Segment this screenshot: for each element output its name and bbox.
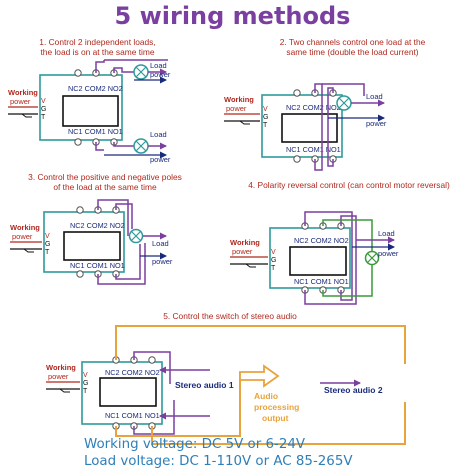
method-1-pin-g: G — [41, 106, 46, 113]
method-1-relay — [62, 95, 119, 127]
method-5-pin-g: G — [83, 380, 88, 387]
method-3-pin-v: V — [45, 233, 50, 240]
method-2-caption: 2. Two channels control one load at the … — [245, 37, 460, 57]
method-1-load-top-power-label: power — [150, 70, 171, 79]
method-1-working-label: Working — [8, 88, 38, 97]
method-5-pin-v: V — [83, 372, 88, 379]
method-5-bottom-terminal-labels: NC1 COM1 NO1 — [105, 411, 160, 420]
method-1-pin-v: V — [41, 98, 46, 105]
method-4-diagram: NC2 COM2 NO2 NC1 COM1 NO1 Working power … — [230, 211, 399, 305]
method-5-board — [81, 361, 163, 425]
method-4-pin-g: G — [271, 257, 276, 264]
method-2-load-power-label: power — [366, 119, 387, 128]
method-1-load-top-label: Load — [150, 61, 167, 70]
method-4-relay — [289, 246, 347, 276]
method-4-pin-v: V — [271, 249, 276, 256]
method-5-diagram: NC2 COM2 NO2 NC1 COM1 NO1 Working power … — [46, 325, 406, 445]
method-1-load-bottom-power-label: power — [150, 155, 171, 164]
method-4-power-label: power — [232, 247, 253, 256]
method-3-pin-t: T — [45, 249, 50, 256]
method-4-bottom-terminal-labels: NC1 COM1 NO1 — [294, 277, 349, 286]
method-2-bottom-terminal-labels: NC1 COM1 NO1 — [286, 145, 341, 154]
method-5-pin-t: T — [83, 388, 88, 395]
method-3-working-label: Working — [10, 223, 40, 232]
method-1-bottom-terminal-labels: NC1 COM1 NO1 — [68, 127, 123, 136]
method-3-caption-line1: 3. Control the positive and negative pol… — [28, 172, 182, 182]
method-4-board — [269, 227, 351, 289]
method-3-diagram: NC2 COM2 NO2 NC1 COM1 NO1 Working power … — [10, 199, 173, 285]
method-2-pin-g: G — [263, 114, 268, 121]
method-5-power-label: power — [48, 372, 69, 381]
method-5-audio-processing-line1: Audio — [254, 391, 278, 401]
method-5-relay — [99, 377, 157, 407]
method-4-caption: 4. Polarity reversal control (can contro… — [235, 180, 463, 190]
method-4-load-label: Load — [378, 229, 395, 238]
method-3-top-terminal-labels: NC2 COM2 NO2 — [70, 221, 125, 230]
method-3-pin-g: G — [45, 241, 50, 248]
method-3-caption-line2: of the load at the same time — [53, 182, 157, 192]
method-5-working-label: Working — [46, 363, 76, 372]
method-2-pin-t: T — [263, 122, 268, 129]
method-2-pin-v: V — [263, 106, 268, 113]
method-3-caption: 3. Control the positive and negative pol… — [5, 172, 205, 192]
method-2-power-label: power — [226, 104, 247, 113]
method-2-working-label: Working — [224, 95, 254, 104]
method-5-caption-line1: 5. Control the switch of stereo audio — [163, 311, 297, 321]
method-1-load-bottom-label: Load — [150, 130, 167, 139]
method-1-diagram: NC2 COM2 NO2 NC1 COM1 NO1 Working power … — [8, 59, 171, 164]
method-2-bottom-terminals — [293, 155, 337, 163]
method-1-caption-line2: the load is on at the same time — [40, 47, 155, 57]
method-5-stereo-audio-2-label: Stereo audio 2 — [324, 385, 383, 395]
method-3-power-label: power — [12, 232, 33, 241]
method-3-load-power-label: power — [152, 257, 173, 266]
method-2-diagram: NC2 COM2 NO2 NC1 COM1 NO1 Working power … — [224, 83, 387, 171]
method-3-bottom-terminal-labels: NC1 COM1 NO1 — [70, 261, 125, 270]
method-4-pin-t: T — [271, 265, 276, 272]
method-4-caption-line1: 4. Polarity reversal control (can contro… — [248, 180, 450, 190]
method-2-caption-line1: 2. Two channels control one load at the — [279, 37, 426, 47]
method-5-audio-processing-line3: output — [262, 413, 289, 423]
method-5-caption: 5. Control the switch of stereo audio — [100, 311, 360, 321]
method-2-top-terminal-labels: NC2 COM2 NO2 — [286, 103, 341, 112]
method-5-audio-processing-line2: processing — [254, 402, 299, 412]
method-4-load-power-label: power — [378, 249, 399, 258]
method-1-power-label: power — [10, 97, 31, 106]
method-1-caption-line1: 1. Control 2 independent loads, — [39, 37, 156, 47]
method-2-load-label: Load — [366, 92, 383, 101]
load-voltage-text: Load voltage: DC 1-110V or AC 85-265V — [84, 454, 353, 469]
method-1-caption: 1. Control 2 independent loads, the load… — [10, 37, 185, 57]
page-title: 5 wiring methods — [114, 2, 351, 30]
method-4-working-label: Working — [230, 238, 260, 247]
method-2-board — [261, 94, 343, 158]
working-voltage-text: Working voltage: DC 5V or 6-24V — [84, 437, 306, 452]
method-5-stereo-audio-1-label: Stereo audio 1 — [175, 380, 234, 390]
method-4-top-terminals — [301, 222, 345, 230]
method-3-relay — [63, 231, 121, 261]
method-5-top-terminal-labels: NC2 COM2 NO2 — [105, 368, 160, 377]
method-4-top-terminal-labels: NC2 COM2 NO2 — [294, 236, 349, 245]
method-3-board — [43, 211, 125, 273]
method-3-load-label: Load — [152, 239, 169, 248]
method-2-caption-line2: same time (double the load current) — [286, 47, 419, 57]
method-1-pin-t: T — [41, 114, 46, 121]
method-1-top-terminal-labels: NC2 COM2 NO2 — [68, 84, 123, 93]
